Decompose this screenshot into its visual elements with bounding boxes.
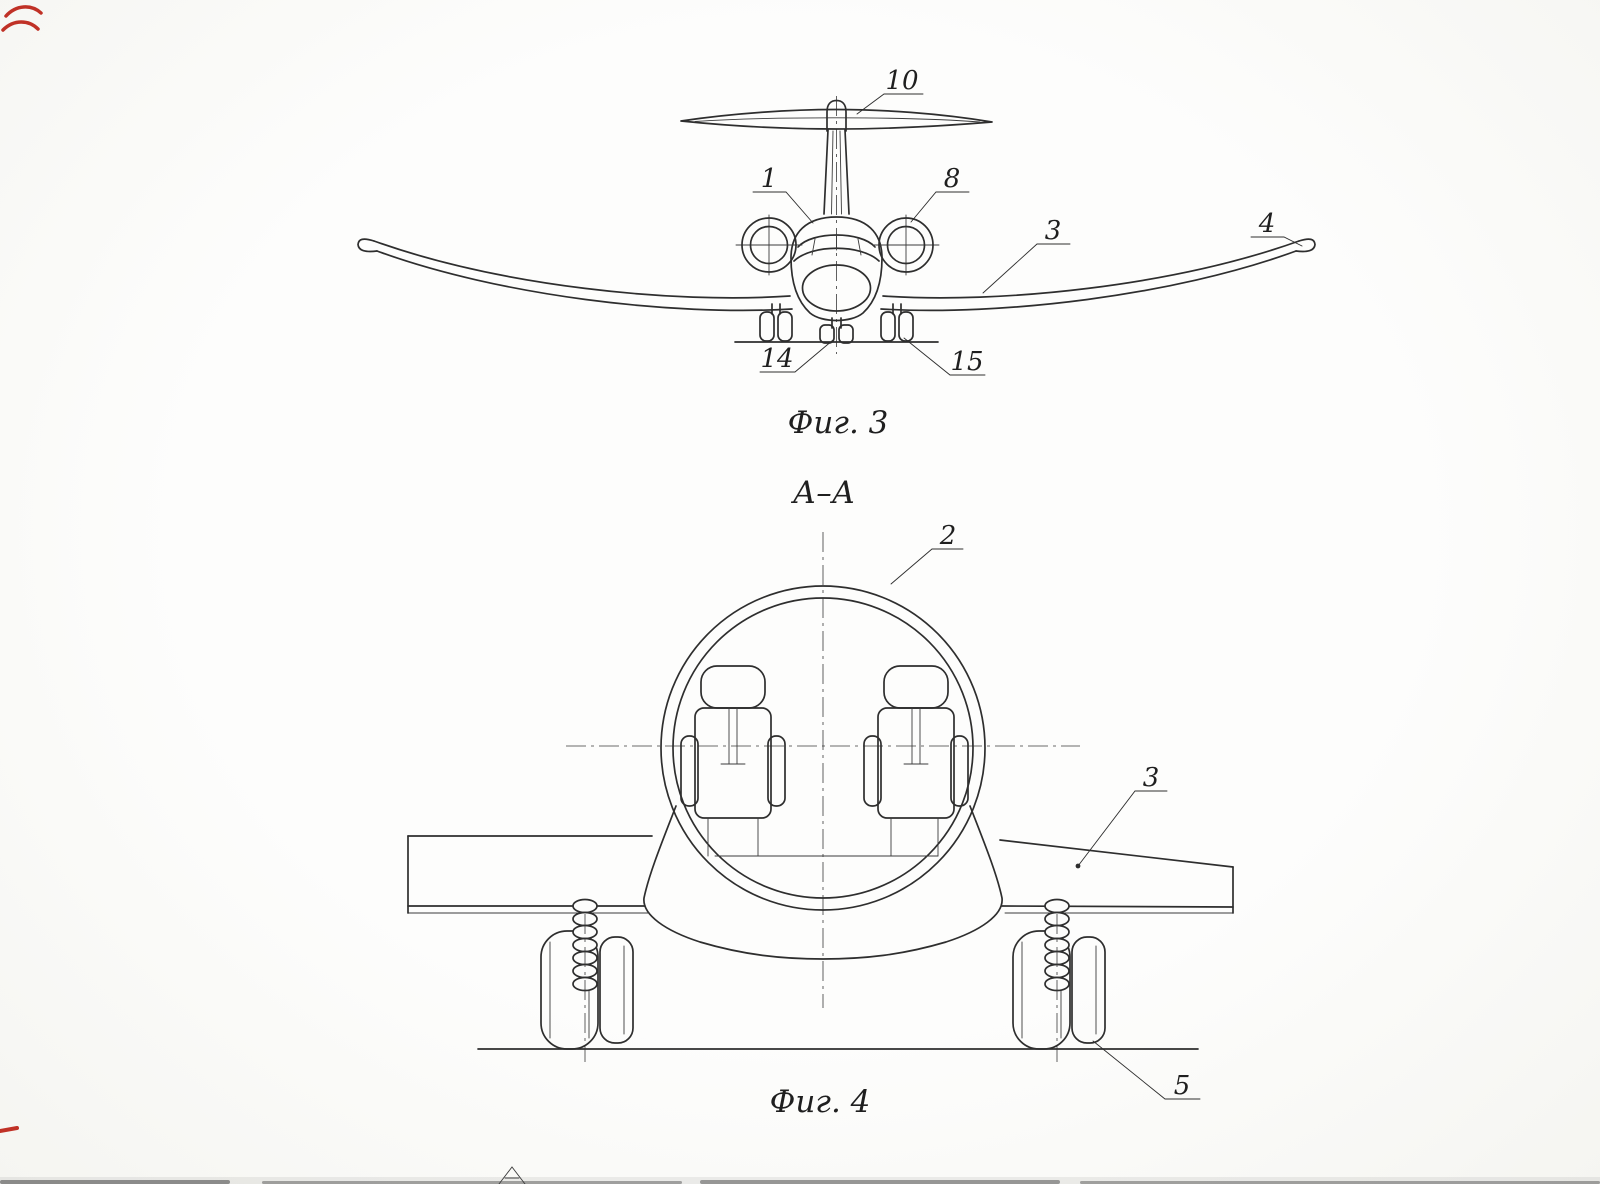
label-2: 2	[939, 521, 957, 551]
belly-fairing	[643, 805, 1003, 960]
fig4-gear-right	[1012, 898, 1106, 1062]
seat-right	[863, 665, 969, 857]
nose-wheel	[819, 324, 835, 344]
fig3-caption: Фиг. 3	[788, 405, 889, 441]
winglet-left	[357, 238, 378, 253]
nose-wheel	[838, 324, 854, 344]
vertical-fin	[823, 99, 850, 215]
cropped-letter-artifact	[498, 1166, 526, 1184]
main-wheel-right	[898, 311, 914, 342]
figure4-section: А–А	[407, 475, 1234, 1120]
fig3-landing-gear	[734, 303, 939, 344]
leader-14	[759, 339, 834, 373]
figure3-front-view: 10 1 8 3 4 14 15 Фиг. 3	[357, 66, 1316, 441]
label-3: 3	[1045, 216, 1062, 246]
headrest	[883, 665, 949, 709]
label-14: 14	[760, 344, 793, 374]
label-1: 1	[761, 164, 778, 194]
fig4-wing-left	[407, 835, 653, 914]
wheel-inner	[1071, 936, 1106, 1044]
fig4-caption: Фиг. 4	[770, 1084, 871, 1120]
fig4-gear-left	[540, 898, 634, 1062]
main-wheel-left	[759, 311, 775, 342]
armrest	[863, 735, 882, 807]
leader-15	[903, 337, 986, 376]
winglet-right	[1295, 238, 1316, 253]
wing-left	[357, 238, 793, 312]
label-8: 8	[944, 164, 961, 194]
leader-8	[910, 191, 970, 223]
fuselage-front	[790, 216, 883, 322]
headrest	[700, 665, 766, 709]
seat-back	[877, 707, 955, 819]
leader-10	[856, 93, 924, 115]
armrest	[680, 735, 699, 807]
fuselage-ring	[660, 585, 986, 911]
windshield	[793, 233, 880, 262]
engine-right	[872, 214, 940, 276]
leader-3b-dot	[1075, 863, 1081, 869]
label-5: 5	[1174, 1071, 1191, 1101]
armrest	[950, 735, 969, 807]
red-mark-top-left	[1, 20, 40, 32]
bottom-scan-edge	[1080, 1181, 1600, 1184]
seat-back	[694, 707, 772, 819]
leader-4	[1250, 236, 1303, 247]
bottom-scan-edge	[0, 1180, 230, 1184]
label-3b: 3	[1143, 763, 1160, 793]
bottom-scan-edge	[0, 1177, 1600, 1184]
fig4-wing-right	[999, 839, 1234, 914]
leader-3b	[1077, 790, 1168, 867]
red-mark-top-left	[4, 5, 43, 18]
leader-1	[752, 191, 814, 224]
wheel-inner	[599, 936, 634, 1044]
wing-right	[880, 238, 1316, 312]
leader-5	[1092, 1040, 1201, 1100]
section-title: А–А	[791, 475, 855, 511]
label-15: 15	[950, 347, 983, 377]
bottom-scan-edge	[700, 1180, 1060, 1184]
armrest	[767, 735, 786, 807]
label-10: 10	[885, 66, 918, 96]
tailplane	[680, 108, 993, 130]
seat-left	[680, 665, 786, 857]
main-wheel-right	[880, 311, 896, 342]
main-wheel-left	[777, 311, 793, 342]
leader-3	[982, 243, 1071, 294]
red-mark-left-edge	[0, 1126, 19, 1133]
bottom-scan-edge	[262, 1181, 682, 1184]
fig3-callouts: 10 1 8 3 4 14 15	[752, 66, 1303, 377]
fig4-callouts: 2 3 5	[890, 521, 1201, 1101]
engine-left	[735, 214, 803, 276]
label-4: 4	[1258, 209, 1276, 239]
leader-2	[890, 548, 964, 585]
scan-artifacts	[0, 5, 1600, 1184]
radome	[801, 264, 872, 312]
